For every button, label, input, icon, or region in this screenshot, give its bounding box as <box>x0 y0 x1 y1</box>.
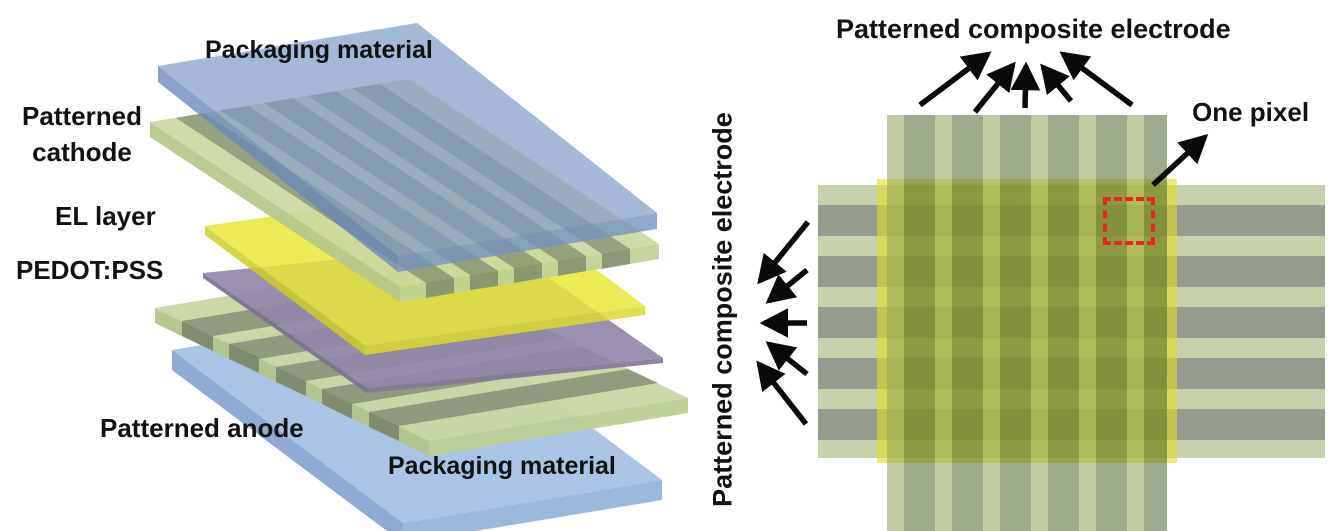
one-pixel-outline <box>1103 197 1155 245</box>
anode-stripe-edges <box>182 321 399 441</box>
label-patterned-anode: Patterned anode <box>100 413 304 443</box>
exploded-stack-diagram <box>150 23 688 531</box>
arrow-top-4 <box>1040 63 1074 103</box>
label-packaging-bottom: Packaging material <box>388 452 616 480</box>
arrow-top-3 <box>1010 61 1041 109</box>
label-patterned-composite-electrode-side: Patterned composite electrode <box>707 112 738 507</box>
arrow-left-1 <box>757 220 811 285</box>
cathode-stripe-edges <box>426 249 630 298</box>
arrow-top-2 <box>972 61 1016 114</box>
layer-packaging-top <box>158 23 657 272</box>
arrow-left-2 <box>765 267 809 304</box>
label-patterned-cathode: Patterned cathode <box>22 101 142 167</box>
label-patterned-composite-electrode-top: Patterned composite electrode <box>836 14 1231 44</box>
arrow-left-5 <box>756 360 809 426</box>
arrow-top-1 <box>918 51 992 108</box>
vertical-electrode-band <box>887 115 1167 531</box>
label-el-layer: EL layer <box>55 201 156 231</box>
arrow-left-4 <box>765 341 809 377</box>
label-packaging-top: Packaging material <box>205 36 433 64</box>
label-pedot-pss: PEDOT:PSS <box>16 255 164 285</box>
arrow-top-5 <box>1059 51 1134 108</box>
label-one-pixel: One pixel <box>1192 97 1310 127</box>
